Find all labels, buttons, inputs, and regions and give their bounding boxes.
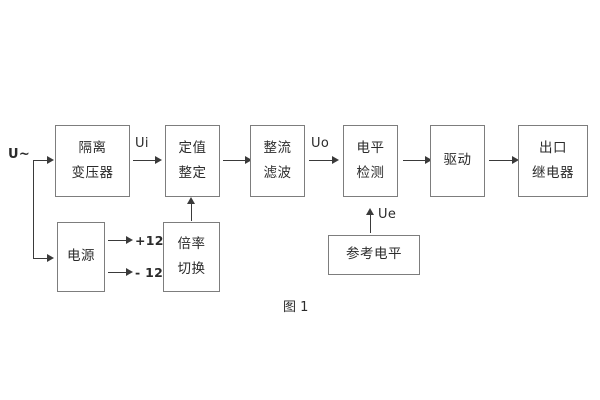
block-multiplier-switch-line-2: 切换 (177, 260, 206, 277)
block-output-relay[interactable]: 出口 继电器 (518, 125, 588, 197)
block-power-supply[interactable]: 电源 (57, 222, 105, 292)
block-level-detection-line-2: 检测 (356, 164, 385, 181)
block-level-detection-line-1: 电平 (356, 140, 385, 156)
arrow-reference-to-level (370, 211, 371, 233)
rail-negative-arrow-icon (126, 267, 133, 276)
arrow-setpoint-to-rectify-head-icon (245, 155, 252, 164)
arrow-transformer-to-setpoint-head-icon (155, 155, 162, 164)
arrow-drive-to-relay (489, 160, 514, 161)
block-drive[interactable]: 驱动 (430, 125, 485, 197)
block-setpoint-setting-line-1: 定值 (178, 140, 207, 156)
block-isolation-transformer-line-2: 变压器 (71, 164, 114, 181)
block-multiplier-switch-line-1: 倍率 (177, 236, 206, 252)
supply-branch-top-arrow-icon (47, 155, 54, 164)
arrow-level-to-drive (403, 160, 427, 161)
block-rectify-filter-line-1: 整流 (263, 140, 292, 156)
rail-negative-line (108, 272, 128, 273)
ui-label: Ui (135, 136, 149, 151)
block-drive-line-1: 驱动 (443, 152, 472, 169)
block-output-relay-line-1: 出口 (539, 140, 567, 156)
block-output-relay-line-2: 继电器 (532, 164, 574, 181)
block-multiplier-switch[interactable]: 倍率 切换 (163, 222, 220, 292)
supply-trunk-line (33, 160, 34, 258)
block-level-detection[interactable]: 电平 检测 (343, 125, 398, 197)
supply-branch-top (33, 160, 50, 161)
arrow-multiplier-to-setpoint (191, 200, 192, 221)
figure-caption: 图 1 (283, 300, 309, 315)
arrow-reference-to-level-head-icon (365, 208, 374, 215)
block-reference-level-line-1: 参考电平 (346, 246, 402, 263)
arrow-drive-to-relay-head-icon (512, 155, 519, 164)
block-reference-level[interactable]: 参考电平 (328, 235, 420, 275)
arrow-rectify-to-level-head-icon (332, 155, 339, 164)
block-rectify-filter-line-2: 滤波 (263, 164, 292, 181)
block-isolation-transformer[interactable]: 隔离 变压器 (55, 125, 130, 197)
block-rectify-filter[interactable]: 整流 滤波 (250, 125, 305, 197)
arrow-multiplier-to-setpoint-head-icon (186, 197, 195, 204)
ue-label: Ue (378, 207, 397, 222)
block-power-supply-line-1: 电源 (67, 248, 95, 265)
arrow-transformer-to-setpoint (133, 160, 157, 161)
uo-label: Uo (311, 136, 330, 151)
block-isolation-transformer-line-1: 隔离 (78, 140, 107, 156)
block-setpoint-setting[interactable]: 定值 整定 (165, 125, 220, 197)
block-setpoint-setting-line-2: 整定 (178, 164, 207, 181)
rail-positive-arrow-icon (126, 235, 133, 244)
input-supply-label: U~ (8, 147, 31, 162)
arrow-level-to-drive-head-icon (425, 155, 432, 164)
arrow-rectify-to-level (309, 160, 334, 161)
arrow-setpoint-to-rectify (223, 160, 247, 161)
supply-branch-bottom (33, 258, 50, 259)
rail-positive-line (108, 240, 128, 241)
supply-branch-bottom-arrow-icon (47, 253, 54, 262)
